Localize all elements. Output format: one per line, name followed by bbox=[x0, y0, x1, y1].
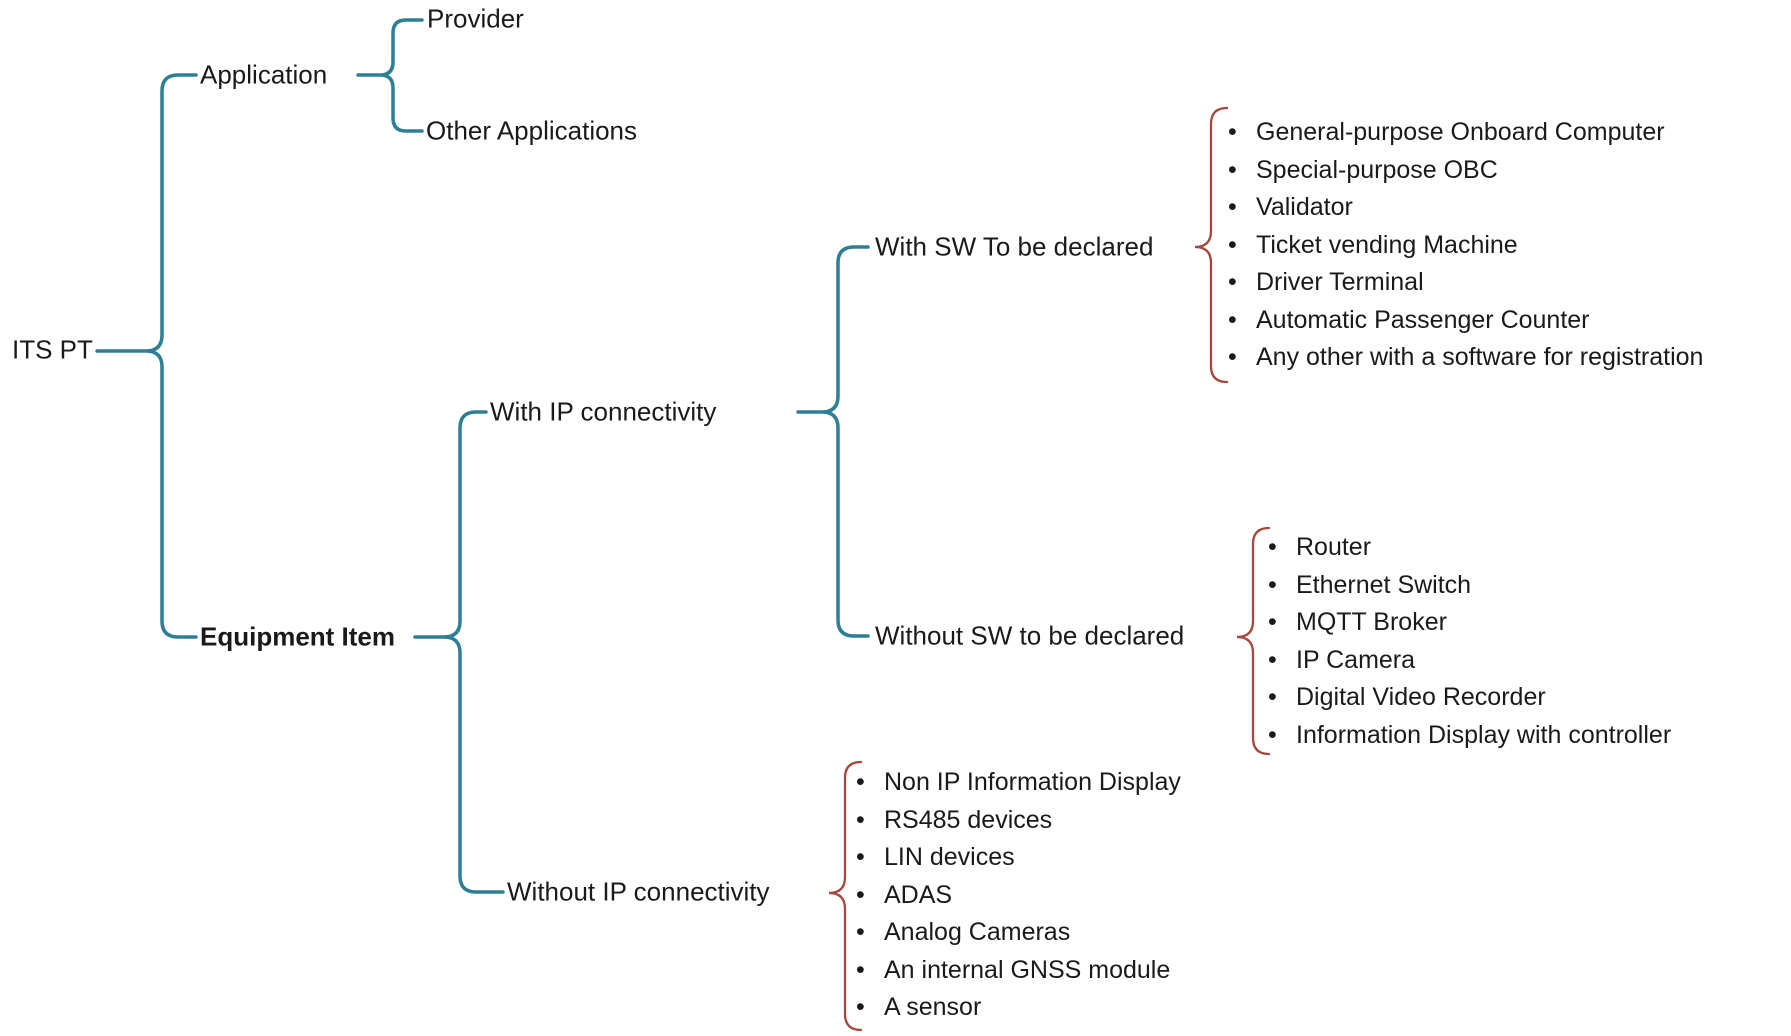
list-item-label: General-purpose Onboard Computer bbox=[1256, 118, 1665, 147]
node-provider: Provider bbox=[427, 3, 524, 34]
list-item: • General-purpose Onboard Computer bbox=[1228, 114, 1703, 152]
node-equipment-item: Equipment Item bbox=[200, 621, 396, 652]
bullet-icon: • bbox=[856, 955, 865, 984]
bullet-icon: • bbox=[1268, 533, 1277, 562]
list-item-label: Special-purpose OBC bbox=[1256, 155, 1498, 184]
list-item-label: Validator bbox=[1256, 193, 1353, 222]
list-item: • Automatic Passenger Counter bbox=[1228, 302, 1703, 340]
list-item-label: Router bbox=[1296, 533, 1372, 562]
list-item: • Driver Terminal bbox=[1228, 264, 1703, 302]
list-item: • Ticket vending Machine bbox=[1228, 227, 1703, 265]
bullet-icon: • bbox=[1228, 193, 1237, 222]
bullet-icon: • bbox=[1268, 720, 1277, 749]
bullet-icon: • bbox=[856, 993, 865, 1022]
bullet-icon: • bbox=[1268, 683, 1277, 712]
bullet-icon: • bbox=[856, 768, 865, 797]
list-item: • Ethernet Switch bbox=[1268, 567, 1671, 605]
list-item-label: An internal GNSS module bbox=[884, 955, 1171, 984]
list-item-label: Digital Video Recorder bbox=[1296, 683, 1546, 712]
list-item-label: Driver Terminal bbox=[1256, 268, 1424, 297]
brace-with-ip bbox=[796, 245, 870, 638]
bullet-icon: • bbox=[856, 843, 865, 872]
node-with-ip-connectivity: With IP connectivity bbox=[490, 396, 717, 427]
brace-without-ip-group bbox=[828, 760, 863, 1032]
list-item-label: MQTT Broker bbox=[1296, 608, 1447, 637]
list-item: • MQTT Broker bbox=[1268, 604, 1671, 642]
brace-with-sw-group bbox=[1194, 106, 1229, 384]
list-item: • Non IP Information Display bbox=[856, 764, 1181, 802]
bullet-icon: • bbox=[1228, 343, 1237, 372]
bullet-icon: • bbox=[1228, 155, 1237, 184]
list-item-label: ADAS bbox=[884, 880, 953, 909]
list-item-label: IP Camera bbox=[1296, 645, 1416, 674]
bullet-icon: • bbox=[1268, 645, 1277, 674]
brace-application bbox=[356, 18, 424, 133]
list-item-label: Automatic Passenger Counter bbox=[1256, 305, 1590, 334]
bullet-icon: • bbox=[1228, 305, 1237, 334]
list-item: • LIN devices bbox=[856, 839, 1181, 877]
node-without-ip-connectivity: Without IP connectivity bbox=[507, 876, 770, 907]
list-item: • Analog Cameras bbox=[856, 914, 1181, 952]
list-without-ip-items: • Non IP Information Display • RS485 device… bbox=[856, 764, 1181, 1027]
node-its-pt: ITS PT bbox=[12, 334, 93, 365]
brace-its-pt bbox=[95, 73, 198, 639]
list-item: • An internal GNSS module bbox=[856, 952, 1181, 990]
list-item-label: A sensor bbox=[884, 993, 982, 1022]
list-item-label: Ticket vending Machine bbox=[1256, 230, 1518, 259]
list-item-label: LIN devices bbox=[884, 843, 1015, 872]
bullet-icon: • bbox=[1228, 230, 1237, 259]
list-without-sw-items: • Router • Ethernet Switch • MQTT Broker • IP C… bbox=[1268, 529, 1671, 754]
brace-equipment-item bbox=[413, 410, 505, 894]
list-item-label: Information Display with controller bbox=[1296, 720, 1672, 749]
bullet-icon: • bbox=[1268, 608, 1277, 637]
list-item-label: RS485 devices bbox=[884, 805, 1053, 834]
list-item: • RS485 devices bbox=[856, 802, 1181, 840]
list-item: • Digital Video Recorder bbox=[1268, 679, 1671, 717]
node-application: Application bbox=[200, 59, 328, 90]
list-with-sw-items: • General-purpose Onboard Computer • Specia… bbox=[1228, 114, 1703, 377]
list-item: • A sensor bbox=[856, 989, 1181, 1027]
bullet-icon: • bbox=[1228, 268, 1237, 297]
list-item: • IP Camera bbox=[1268, 642, 1671, 680]
bullet-icon: • bbox=[856, 880, 865, 909]
bullet-icon: • bbox=[856, 918, 865, 947]
bullet-icon: • bbox=[1228, 118, 1237, 147]
list-item: • Validator bbox=[1228, 189, 1703, 227]
bullet-icon: • bbox=[1268, 570, 1277, 599]
list-item-label: Any other with a software for registrati… bbox=[1256, 343, 1704, 372]
node-with-sw-to-be-declared: With SW To be declared bbox=[875, 231, 1154, 262]
list-item: • Any other with a software for registrat… bbox=[1228, 339, 1703, 377]
list-item-label: Non IP Information Display bbox=[884, 768, 1181, 797]
node-other-applications: Other Applications bbox=[426, 115, 638, 146]
bullet-icon: • bbox=[856, 805, 865, 834]
list-item: • Special-purpose OBC bbox=[1228, 152, 1703, 190]
list-item: • Information Display with controller bbox=[1268, 717, 1671, 755]
list-item-label: Ethernet Switch bbox=[1296, 570, 1472, 599]
list-item: • ADAS bbox=[856, 877, 1181, 915]
list-item-label: Analog Cameras bbox=[884, 918, 1071, 947]
node-without-sw-to-be-declared: Without SW to be declared bbox=[875, 620, 1185, 651]
list-item: • Router bbox=[1268, 529, 1671, 567]
brace-without-sw-group bbox=[1236, 526, 1271, 756]
